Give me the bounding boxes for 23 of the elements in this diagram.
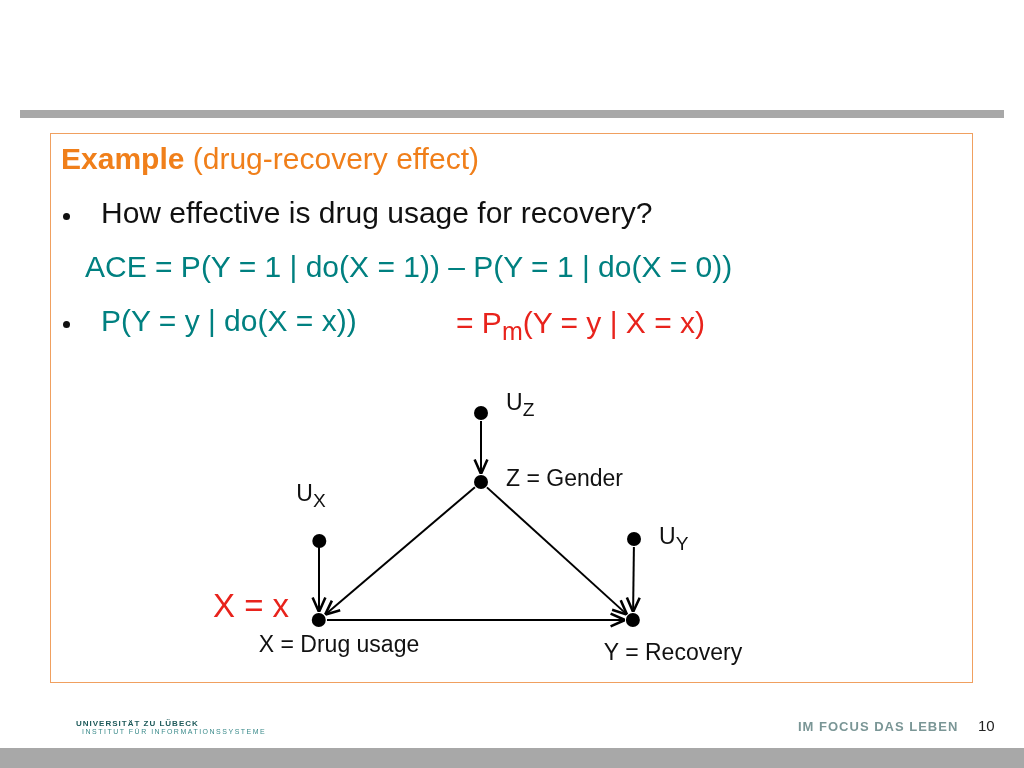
panel-heading: Example (drug-recovery effect)	[61, 142, 479, 176]
graph-node	[603, 613, 743, 666]
arrow	[625, 546, 641, 614]
node-label: Z = Gender	[506, 464, 623, 492]
arrow	[485, 486, 629, 616]
slogan-text: IM FOCUS DAS LEBEN	[798, 719, 959, 734]
university-name: UNIVERSITÄT ZU LÜBECK	[76, 719, 199, 728]
arrow	[326, 612, 627, 628]
formula-text: ACE = P(Y = 1 | do(X = 1)) – P(Y = 1 | do(X = 0))	[85, 250, 733, 284]
formula-text: P(Y = y | do(X = x))	[101, 304, 357, 338]
arrow	[323, 486, 476, 617]
node-label: U$_{Y}$	[659, 523, 689, 555]
node-label: U$_{Z}$	[506, 389, 535, 421]
formula-text: = P$_{m}$(Y = y | X = x)	[456, 306, 705, 346]
node-label: X = Drug usage	[258, 631, 420, 658]
question-text: How effective is drug usage for recovery?	[101, 196, 653, 230]
node-label: Y = Recovery	[603, 639, 743, 666]
node-label: U$_{X}$	[296, 480, 326, 512]
arrow	[311, 546, 327, 614]
page-number: 10	[978, 717, 995, 734]
example-panel	[50, 133, 973, 683]
intervention-label: X = x	[213, 587, 290, 625]
arrow	[473, 420, 489, 476]
